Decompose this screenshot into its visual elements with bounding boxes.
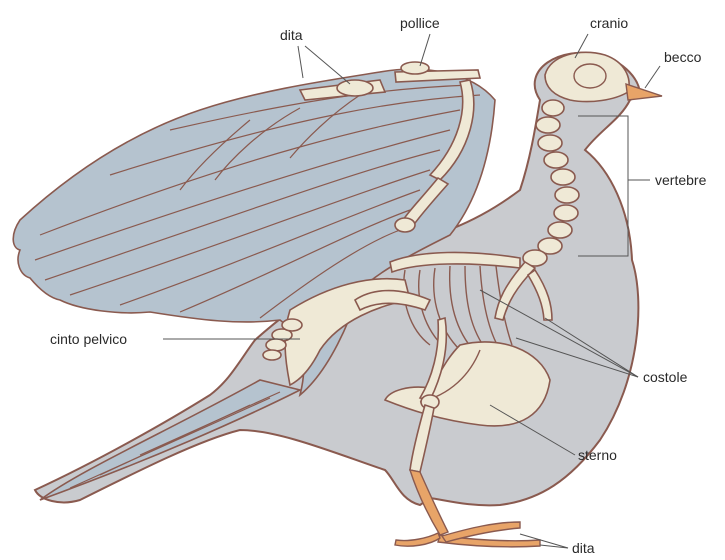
- label-dita-top: dita: [280, 27, 303, 43]
- label-vertebre: vertebre: [655, 172, 707, 188]
- tail-feathers: [40, 380, 300, 500]
- beak: [626, 84, 662, 100]
- label-cinto-pelvico: cinto pelvico: [50, 331, 127, 347]
- label-costole: costole: [643, 369, 688, 385]
- label-sterno: sterno: [578, 447, 617, 463]
- label-pollice: pollice: [400, 15, 440, 31]
- skull: [545, 52, 629, 101]
- label-cranio: cranio: [590, 15, 628, 31]
- label-becco: becco: [664, 49, 702, 65]
- label-dita-bottom: dita: [572, 540, 595, 556]
